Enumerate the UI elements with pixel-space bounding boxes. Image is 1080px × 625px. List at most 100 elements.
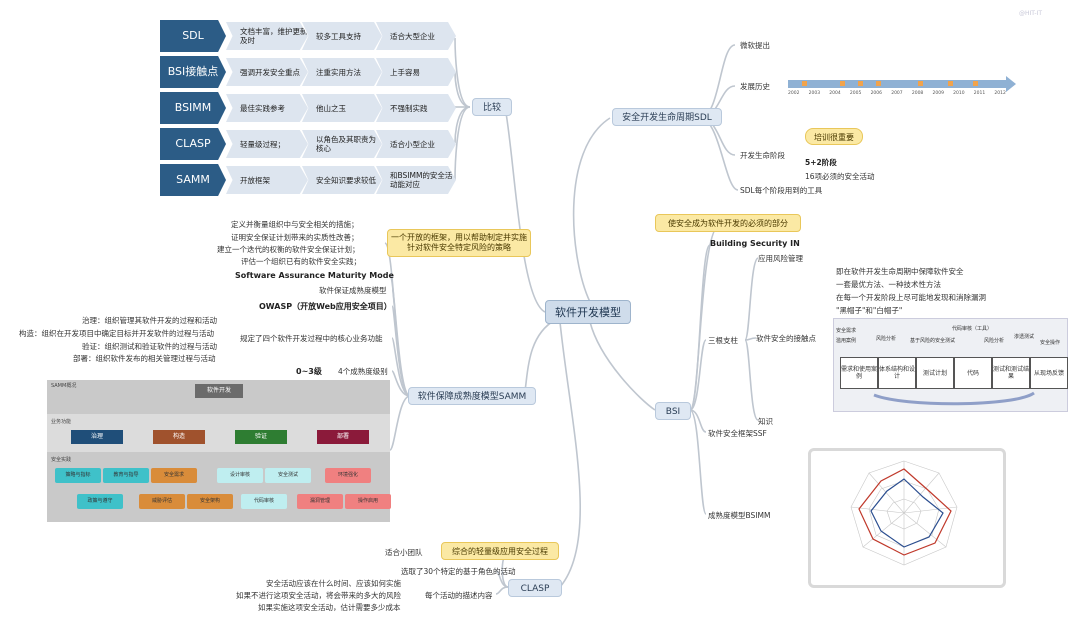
compare-cell: 开放框架 bbox=[226, 166, 308, 194]
sdl-training: 培训很重要 bbox=[805, 128, 863, 145]
sdl-activities: 16项必须的安全活动 bbox=[805, 172, 875, 181]
samm-practice-card: 策略与指标 bbox=[55, 468, 101, 483]
feedback-arrow bbox=[873, 391, 1035, 406]
bsi-risk: 应用风险管理 bbox=[758, 254, 803, 263]
timeline-year: 2006 bbox=[870, 91, 883, 96]
timeline-year: 2005 bbox=[849, 91, 862, 96]
samm-overview-figure: SAMM概况 软件开发 业务功能 安全实践 治理 构造 验证 部署 策略与指标 … bbox=[47, 380, 391, 522]
compare-cell: 和BSIMM的安全活动能对应 bbox=[376, 166, 456, 194]
timeline-year: 2008 bbox=[911, 91, 924, 96]
clasp-node[interactable]: CLASP bbox=[508, 579, 562, 597]
flow-label: 滥用案例 bbox=[836, 338, 857, 344]
flow-step: 体系结构和设计 bbox=[878, 357, 916, 389]
timeline-marker bbox=[948, 81, 953, 86]
radar-chart bbox=[850, 460, 958, 566]
flow-label: 基于风险的安全测试 bbox=[910, 338, 956, 344]
samm-practice-card: 代码审核 bbox=[241, 494, 287, 509]
compare-row-samm: SAMM bbox=[160, 164, 226, 196]
bsi-ssf: 软件安全框架SSF bbox=[708, 429, 767, 438]
samm-practice-card: 操作启用 bbox=[345, 494, 391, 509]
samm-desc-node: 一个开放的框架，用以帮助制定并实施针对软件安全特定风险的策略 bbox=[387, 229, 531, 257]
bsimm-radar-figure bbox=[808, 448, 1006, 588]
timeline-year: 2003 bbox=[808, 91, 821, 96]
samm-practice-card: 安全需求 bbox=[151, 468, 197, 483]
compare-cell: 不强制实践 bbox=[376, 94, 456, 122]
timeline-marker bbox=[858, 81, 863, 86]
clasp-roles: 选取了30个特定的基于角色的活动 bbox=[401, 567, 516, 576]
samm-function-item: 构造：组织在开发项目中确定目标并开发软件的过程与活动 bbox=[19, 329, 214, 338]
timeline-marker bbox=[802, 81, 807, 86]
timeline-arrow bbox=[1006, 76, 1016, 92]
samm-function-box: 部署 bbox=[317, 430, 369, 444]
compare-cell: 较多工具支持 bbox=[302, 22, 382, 50]
timeline-year: 2007 bbox=[891, 91, 903, 96]
samm-desc-item: 建立一个迭代的权衡的软件安全保证计划； bbox=[217, 245, 360, 254]
flow-step: 测试计划 bbox=[916, 357, 954, 389]
compare-row-sdl: SDL bbox=[160, 20, 226, 52]
samm-subtitle: 软件保证成熟度模型 bbox=[319, 286, 387, 295]
samm-practice-card: 设计审核 bbox=[217, 468, 263, 483]
compare-row-bsimm: BSIMM bbox=[160, 92, 226, 124]
touchpoints-figure: 需求和使用案例 体系结构和设计 测试计划 代码 测试和测试结果 从现场反馈 安全… bbox=[833, 318, 1068, 412]
bsi-bsimm: 成熟度模型BSIMM bbox=[708, 511, 771, 520]
compare-cell: 适合大型企业 bbox=[376, 22, 456, 50]
flow-label: 风险分析 bbox=[876, 336, 897, 342]
sdl-history: 发展历史 bbox=[740, 82, 770, 91]
timeline-marker bbox=[876, 81, 881, 86]
samm-practice-card: 漏洞管理 bbox=[297, 494, 343, 509]
compare-cell: 安全知识要求较低 bbox=[302, 166, 382, 194]
timeline-year: 2011 bbox=[973, 91, 986, 96]
timeline-bar bbox=[788, 80, 1006, 88]
timeline-year: 2002 bbox=[788, 91, 800, 96]
bsi-knowledge: 知识 bbox=[758, 417, 773, 426]
samm-function-box: 构造 bbox=[153, 430, 205, 444]
samm-owasp: OWASP（开放Web应用安全项目） bbox=[259, 302, 392, 311]
sdl-phases: 5+2阶段 bbox=[805, 158, 837, 167]
compare-cell: 轻量级过程； bbox=[226, 130, 308, 158]
samm-function-item: 治理：组织管理其软件开发的过程和活动 bbox=[82, 316, 217, 325]
sdl-node[interactable]: 安全开发生命周期SDL bbox=[612, 108, 722, 126]
flow-label: 风险分析 bbox=[984, 338, 1005, 344]
clasp-desc-node: 综合的轻量级应用安全过程 bbox=[441, 542, 559, 560]
compare-cell: 强调开发安全重点 bbox=[226, 58, 308, 86]
samm-functions-label: 规定了四个软件开发过程中的核心业务功能 bbox=[240, 334, 383, 343]
clasp-small-team: 适合小团队 bbox=[385, 548, 423, 557]
bsi-node[interactable]: BSI bbox=[655, 402, 691, 420]
flow-label: 安全操作 bbox=[1040, 340, 1061, 346]
samm-practice-card: 环境强化 bbox=[325, 468, 371, 483]
samm-practice-card: 安全测试 bbox=[265, 468, 311, 483]
samm-full-name: Software Assurance Maturity Mode bbox=[235, 271, 394, 280]
samm-levels-b: 4个成熟度级别 bbox=[338, 367, 388, 376]
samm-practice-card: 政策与遵守 bbox=[77, 494, 123, 509]
samm-desc-item: 评估一个组织已有的软件安全实践； bbox=[241, 257, 361, 266]
timeline-marker bbox=[840, 81, 845, 86]
flow-label: 渗透测试 bbox=[1014, 334, 1035, 340]
compare-node[interactable]: 比较 bbox=[472, 98, 512, 116]
samm-function-item: 部署：组织软件发布的相关管理过程与活动 bbox=[73, 354, 216, 363]
compare-cell: 最佳实践参考 bbox=[226, 94, 308, 122]
sdl-lifecycle: 开发生命阶段 bbox=[740, 151, 785, 160]
flow-label: 代码审核（工具） bbox=[952, 326, 993, 332]
flow-label: 安全需求 bbox=[836, 328, 857, 334]
samm-domain-label: 业务功能 bbox=[51, 419, 72, 425]
samm-practice-label: 安全实践 bbox=[51, 457, 72, 463]
flow-step: 从现场反馈 bbox=[1030, 357, 1068, 389]
bsi-tp-item: "黑帽子"和"白帽子" bbox=[836, 306, 903, 315]
flow-step: 代码 bbox=[954, 357, 992, 389]
compare-cell: 文档丰富，维护更新及时 bbox=[226, 22, 308, 50]
sdl-tools: SDL每个阶段用到的工具 bbox=[740, 186, 823, 195]
samm-practice-card: 威胁评估 bbox=[139, 494, 185, 509]
samm-node[interactable]: 软件保障成熟度模型SAMM bbox=[408, 387, 536, 405]
samm-practice-card: 教育与指导 bbox=[103, 468, 149, 483]
compare-cell: 适合小型企业 bbox=[376, 130, 456, 158]
samm-function-box: 验证 bbox=[235, 430, 287, 444]
timeline-year: 2012 bbox=[994, 91, 1006, 96]
compare-cell: 注重实用方法 bbox=[302, 58, 382, 86]
samm-figure-title: SAMM概况 bbox=[51, 383, 77, 389]
center-node[interactable]: 软件开发模型 bbox=[545, 300, 631, 324]
samm-function-item: 验证：组织测试和验证软件的过程与活动 bbox=[82, 342, 217, 351]
bsi-tp-item: 即在软件开发生命周期中保障软件安全 bbox=[836, 267, 964, 276]
sdl-origin: 微软提出 bbox=[740, 41, 770, 50]
samm-top-box: 软件开发 bbox=[195, 384, 243, 398]
clasp-desc-label: 每个活动的描述内容 bbox=[425, 591, 493, 600]
